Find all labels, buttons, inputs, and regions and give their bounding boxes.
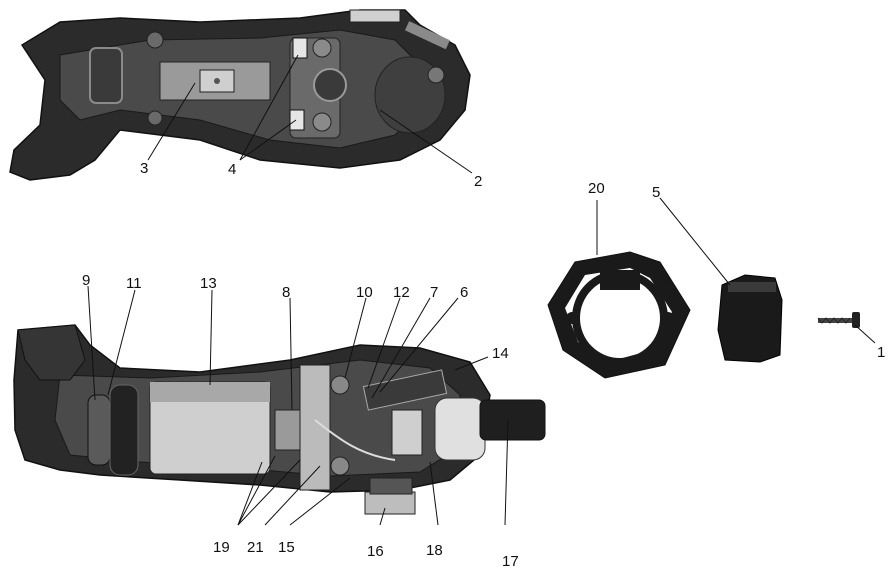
top-screw-boss-a — [146, 31, 164, 49]
bottom-boss-upper — [330, 375, 350, 395]
top-switch-slot — [89, 47, 123, 104]
bottom-boss-lower — [330, 456, 350, 476]
top-bearing-boss-upper — [312, 38, 332, 58]
bottom-fan — [109, 384, 139, 476]
callout-12: 12 — [393, 284, 410, 301]
callout-9: 9 — [82, 272, 90, 289]
power-cord — [479, 399, 546, 441]
top-nose-vent — [404, 21, 450, 50]
top-rear-tab — [349, 9, 401, 23]
top-clip-hole — [214, 78, 220, 84]
callout-11: 11 — [126, 275, 142, 292]
callout-5: 5 — [652, 184, 660, 201]
bottom-rear-grip — [17, 324, 86, 381]
bottom-wires — [314, 419, 396, 461]
callout-3: 3 — [140, 160, 148, 177]
bottom-switch-button — [364, 491, 416, 515]
callout-19: 19 — [213, 539, 230, 556]
callout-21: 21 — [247, 539, 264, 556]
callout-13: 13 — [200, 275, 217, 292]
leader-lines — [87, 54, 876, 526]
bottom-motor-shade — [150, 382, 270, 402]
top-nose-dome — [374, 56, 446, 134]
callout-2: 2 — [474, 173, 482, 190]
callout-7: 7 — [430, 284, 438, 301]
top-nose-boss — [427, 66, 445, 84]
top-brush-holder-upper — [292, 37, 308, 59]
callout-18: 18 — [426, 542, 443, 559]
top-housing-half — [9, 9, 471, 181]
callout-10: 10 — [356, 284, 373, 301]
switch-cover — [717, 274, 783, 363]
callout-6: 6 — [460, 284, 468, 301]
screw — [817, 312, 860, 328]
bottom-strain-relief — [434, 397, 486, 461]
callout-17: 17 — [502, 553, 519, 570]
bottom-brush-top — [362, 369, 448, 411]
top-bearing-ring — [313, 68, 347, 102]
bottom-switch-base — [369, 477, 413, 495]
callout-20: 20 — [588, 180, 605, 197]
callout-4: 4 — [228, 161, 236, 178]
bottom-switch-block — [391, 409, 423, 456]
callout-1: 1 — [877, 344, 885, 361]
bottom-rear-bearing — [87, 394, 111, 466]
top-screw-boss-b — [147, 110, 163, 126]
top-bearing-boss-lower — [312, 112, 332, 132]
callout-8: 8 — [282, 284, 290, 301]
bottom-housing-half — [13, 324, 491, 515]
gasket-ring — [547, 251, 691, 379]
top-brush-holder-lower — [289, 109, 305, 131]
callout-15: 15 — [278, 539, 295, 556]
callout-16: 16 — [367, 543, 384, 560]
callout-14: 14 — [492, 345, 509, 362]
